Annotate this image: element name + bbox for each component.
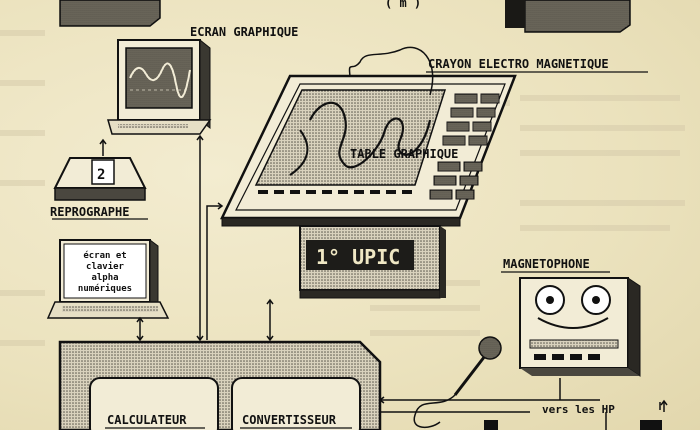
calculateur-label: CALCULATEUR bbox=[107, 413, 187, 427]
reprographe-glyph: 2 bbox=[97, 167, 105, 183]
computer-cabinet bbox=[58, 340, 382, 430]
top-left-device-fragment bbox=[59, 0, 161, 27]
palette-grid bbox=[429, 93, 500, 200]
bottom-key-row bbox=[258, 190, 412, 194]
terminal-device bbox=[46, 239, 170, 319]
terminal-text-line-1: écran et bbox=[83, 250, 126, 261]
magnetophone-label: MAGNETOPHONE bbox=[503, 257, 590, 271]
reprographe-label: REPROGRAPHE bbox=[50, 205, 129, 219]
ecran-graphique-label: ECRAN GRAPHIQUE bbox=[190, 25, 298, 39]
top-fragment-label: ( m ) bbox=[385, 0, 421, 10]
table-graphique-label: TABLE GRAPHIQUE bbox=[350, 147, 458, 161]
upic-label: 1° UPIC bbox=[316, 245, 400, 269]
top-right-device-fragment bbox=[505, 0, 631, 33]
terminal-text-line-4: numériques bbox=[78, 283, 132, 294]
ecran-graphique-monitor bbox=[107, 38, 212, 135]
vers-hp-label: vers les HP bbox=[542, 403, 615, 416]
terminal-text-line-3: alpha bbox=[91, 273, 118, 283]
convertisseur-label: CONVERTISSEUR bbox=[242, 413, 337, 427]
crayon-label: CRAYON ELECTRO MAGNETIQUE bbox=[428, 57, 609, 71]
reprographe-device bbox=[53, 157, 147, 201]
terminal-text-line-2: clavier bbox=[86, 261, 125, 272]
table-graphique bbox=[220, 46, 517, 299]
magnetophone-device bbox=[519, 277, 641, 377]
connector-lines bbox=[99, 134, 661, 430]
microphone-icon bbox=[413, 336, 502, 429]
